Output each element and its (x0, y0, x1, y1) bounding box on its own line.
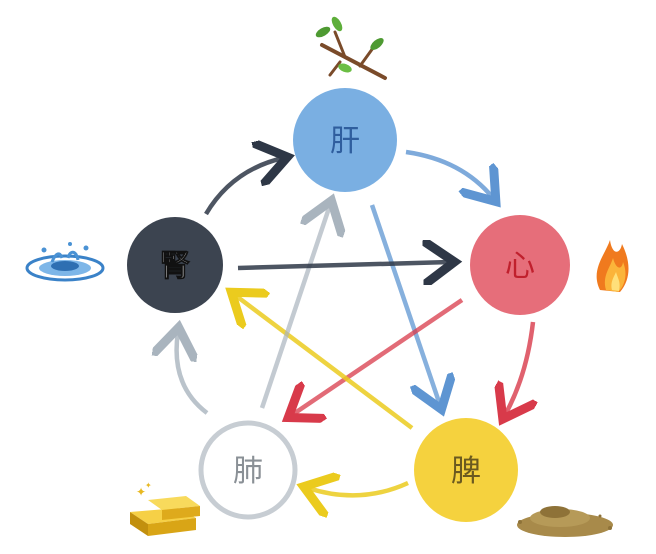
organ-heart-label: 心 (505, 249, 535, 284)
arrow-lung-to-kidney (177, 332, 209, 415)
flame-icon (596, 240, 629, 292)
organ-spleen: 脾 (414, 418, 518, 522)
svg-text:✦: ✦ (136, 485, 146, 499)
soil-icon (517, 506, 613, 537)
organ-liver-label: 肝 (330, 124, 360, 159)
gold-bars-icon: ✦ ✦ (130, 481, 200, 536)
organ-lung-label: 肺 (233, 454, 263, 489)
arrow-spleen-to-kidney (235, 295, 414, 430)
organ-kidney-label: 腎 (160, 249, 190, 284)
arrow-spleen-to-lung (308, 483, 409, 495)
arrow-liver-to-heart (405, 149, 493, 198)
branch-icon (315, 16, 387, 80)
arrow-heart-to-spleen (505, 321, 533, 415)
arrow-kidney-to-liver (204, 158, 283, 216)
generate-cycle (177, 152, 533, 495)
arrow-heart-to-lung (292, 298, 464, 415)
organ-lung: 肺 (198, 420, 298, 520)
organ-heart: 心 (470, 215, 570, 315)
arrow-liver-to-spleen (369, 204, 440, 405)
organ-kidney: 腎 (127, 217, 223, 313)
control-cycle (235, 204, 464, 430)
arrow-lung-to-liver (259, 205, 330, 409)
organ-spleen-label: 脾 (451, 454, 481, 489)
water-splash-icon (25, 242, 105, 282)
organ-liver: 肝 (293, 88, 397, 192)
svg-text:✦: ✦ (145, 481, 152, 490)
arrow-kidney-to-heart (237, 262, 450, 268)
